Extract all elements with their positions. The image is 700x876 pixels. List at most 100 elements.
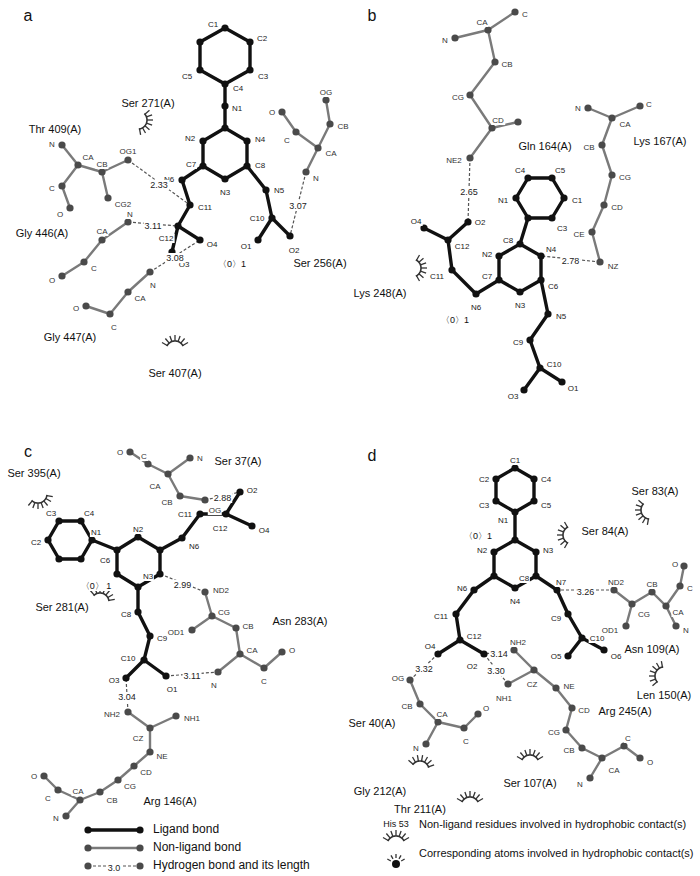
atom-dot bbox=[474, 710, 481, 717]
hydrophobic-spoke bbox=[170, 336, 172, 342]
atom-dot bbox=[456, 636, 463, 643]
atom-label: O bbox=[116, 448, 124, 457]
ligand-bond bbox=[456, 614, 460, 640]
bond-length: 3.07 bbox=[288, 201, 308, 211]
ligand-bond bbox=[225, 166, 247, 179]
non-ligand-bonds bbox=[62, 100, 330, 314]
panel-drawing bbox=[28, 448, 285, 819]
panel-drawing bbox=[58, 24, 333, 346]
atom-dot bbox=[221, 175, 228, 182]
atom-label: N5 bbox=[273, 186, 285, 195]
atoms bbox=[58, 24, 333, 317]
label-anchor: Ser 107(A) bbox=[502, 774, 557, 790]
atom-label: CB bbox=[160, 498, 173, 507]
atom-label: CA bbox=[95, 227, 108, 236]
ligand-bond bbox=[201, 141, 204, 166]
label-anchor: O5 bbox=[550, 646, 563, 662]
label-anchor: N bbox=[682, 620, 690, 636]
label-anchor: C bbox=[140, 446, 148, 462]
atom-label: CA bbox=[671, 608, 684, 617]
atom-label: CB bbox=[336, 122, 349, 131]
atom-dot bbox=[672, 622, 679, 629]
label-anchor: C8 bbox=[120, 604, 132, 620]
label-anchor: C6 bbox=[99, 550, 111, 566]
atom-label: CG bbox=[451, 93, 465, 102]
atom-label: N1 bbox=[231, 104, 243, 113]
non-ligand-bond bbox=[326, 100, 330, 124]
atom-label: C8 bbox=[120, 610, 132, 619]
panel-letter: c bbox=[23, 443, 33, 460]
atom-label: C8 bbox=[502, 236, 514, 245]
atom-dot bbox=[470, 586, 477, 593]
atom-dot bbox=[524, 174, 531, 181]
hydrophobic-spoke bbox=[657, 663, 660, 668]
label-anchor: CG bbox=[217, 602, 231, 618]
atom-dot bbox=[146, 632, 153, 639]
atom-dot bbox=[484, 26, 491, 33]
label-anchor: N3 bbox=[142, 566, 154, 582]
label-anchor: N4 bbox=[545, 239, 557, 255]
label-anchor: O4 bbox=[410, 211, 423, 227]
legend-atom-dot bbox=[84, 844, 91, 851]
hydrophobic-spoke bbox=[383, 838, 388, 841]
hydrophobic-spoke bbox=[427, 760, 432, 764]
eyelash bbox=[457, 791, 483, 802]
label-anchor: N1 bbox=[231, 98, 243, 114]
atom-dot bbox=[434, 650, 441, 657]
non-ligand-bond bbox=[240, 654, 264, 668]
hydrophobic-spoke bbox=[28, 501, 32, 506]
label-anchor: CG bbox=[123, 776, 137, 792]
atom-dot bbox=[232, 624, 239, 631]
atom-label: N2 bbox=[481, 250, 493, 259]
atom-dot bbox=[302, 168, 309, 175]
non-ligand-bond bbox=[470, 95, 492, 128]
hydrophobic-spoke bbox=[422, 755, 423, 761]
atom-label: NH2 bbox=[509, 638, 527, 647]
eyelash bbox=[635, 500, 649, 524]
legend-entry: Hydrogen bond and its length bbox=[152, 859, 311, 872]
label-anchor: O3 bbox=[108, 670, 121, 686]
atom-label: O4 bbox=[258, 526, 271, 535]
atom-dot bbox=[58, 272, 65, 279]
atom-label: NZ bbox=[607, 262, 620, 271]
hydrophobic-spoke bbox=[145, 126, 150, 130]
hydrophobic-spoke bbox=[473, 792, 475, 798]
label-anchor: C9 bbox=[550, 608, 562, 624]
atom-label: O3 bbox=[507, 392, 520, 401]
atom-label: CB bbox=[400, 702, 413, 711]
label-anchor: Arg 245(A) bbox=[597, 702, 652, 718]
atom-dot bbox=[598, 754, 605, 761]
hydrophobic-spoke bbox=[413, 757, 416, 762]
atom-label: O bbox=[268, 108, 276, 117]
ligand-bond bbox=[438, 640, 460, 654]
atom-dot bbox=[134, 608, 141, 615]
atom-label: O6 bbox=[610, 652, 623, 661]
hydrogen-bonds bbox=[410, 590, 614, 684]
eyelash bbox=[649, 661, 663, 685]
label-anchor: C5 bbox=[181, 66, 193, 82]
atom-label: C bbox=[283, 136, 291, 145]
legend-atom-dot bbox=[84, 826, 91, 833]
label-anchor: OG bbox=[391, 668, 405, 684]
ligand-bond bbox=[424, 228, 448, 240]
non-ligand-bond bbox=[602, 746, 624, 758]
atom-label: C4 bbox=[514, 166, 526, 175]
hydrophobic-spoke bbox=[145, 110, 150, 114]
hydrophobic-spoke bbox=[520, 753, 524, 758]
atom-label: C5 bbox=[181, 72, 193, 81]
non-ligand-bond bbox=[180, 496, 205, 500]
label-anchor: NZ bbox=[607, 256, 620, 272]
hydrophobic-spoke bbox=[558, 530, 564, 532]
atom-label: C9 bbox=[512, 338, 524, 347]
atom-dot bbox=[246, 66, 253, 73]
atom-label: N2 bbox=[476, 546, 488, 555]
label-anchor: C10 bbox=[249, 208, 266, 224]
label-anchor: Ser 37(A) bbox=[213, 452, 262, 468]
hydrophobic-spoke bbox=[399, 831, 401, 837]
atom-label: CA bbox=[607, 766, 620, 775]
atom-label: CA bbox=[71, 787, 84, 796]
label-anchor: O bbox=[72, 298, 80, 314]
label-anchor: 3.11 bbox=[183, 666, 202, 682]
atom-label: CA bbox=[81, 153, 94, 162]
